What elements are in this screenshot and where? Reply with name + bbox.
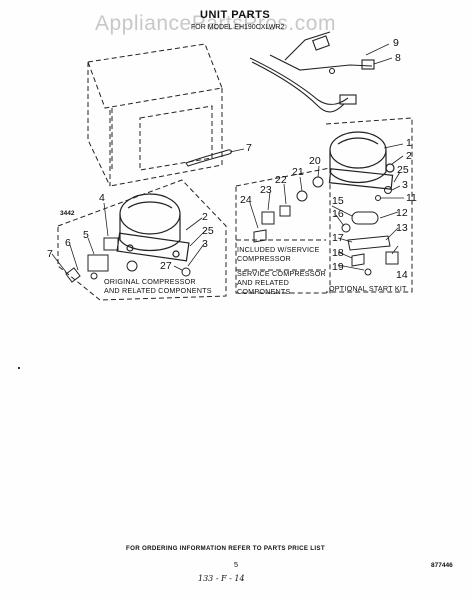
callout-13: 13 (396, 222, 408, 234)
model-number: FOR MODEL EH190CXLWR2 (191, 24, 285, 31)
page-number: 5 (234, 560, 239, 569)
callout-16: 16 (332, 208, 344, 220)
original-compressor-label-2: AND RELATED COMPONENTS (104, 286, 212, 295)
start-kit-label: OPTIONAL START KIT (329, 284, 407, 293)
handwritten-note: 133 - F - 14 (198, 574, 245, 583)
callout-2-right: 2 (406, 150, 412, 162)
callout-25-left: 25 (202, 225, 214, 237)
callout-20: 20 (309, 155, 321, 167)
callout-12: 12 (396, 207, 408, 219)
callout-11: 11 (406, 192, 417, 204)
callout-9: 8 (395, 52, 401, 64)
document-code: 877446 (431, 562, 453, 569)
callout-1: 1 (406, 137, 412, 149)
speck-mark (18, 367, 20, 369)
original-compressor-box (57, 179, 227, 301)
service-compressor-body (328, 131, 395, 190)
callout-2-left: 2 (202, 211, 208, 223)
callout-15: 15 (332, 195, 344, 207)
callout-19: 19 (332, 261, 344, 273)
leader-lines (51, 43, 404, 273)
included-label-2: COMPRESSOR (237, 254, 291, 263)
callout-3-left: 3 (202, 238, 208, 250)
grommet-left (181, 267, 191, 277)
side-code: 3442 (60, 210, 75, 217)
callout-18: 18 (332, 247, 344, 259)
service-compressor-box (235, 117, 413, 294)
callout-5: 5 (83, 229, 89, 241)
callout-21: 21 (292, 166, 304, 178)
callout-24: 24 (240, 194, 252, 206)
service-label-3: COMPONENTS (237, 287, 291, 296)
callout-7: 7 (47, 248, 53, 260)
callout-22: 22 (275, 174, 287, 186)
callout-3-right: 3 (402, 179, 408, 191)
start-capacitor (351, 211, 379, 225)
callout-17: 17 (332, 232, 344, 244)
callout-27: 27 (160, 260, 172, 272)
service-label-2: AND RELATED (237, 278, 289, 287)
included-label-1: INCLUDED W/SERVICE (237, 245, 320, 254)
clip-part (185, 149, 232, 167)
overload-part (103, 237, 119, 251)
cabinet-outline (87, 43, 223, 187)
callout-4: 4 (99, 192, 105, 204)
watermark-text: AppliancePartsPros.com (95, 12, 336, 35)
callout-14: 14 (396, 269, 408, 281)
page-title: UNIT PARTS (200, 9, 271, 21)
callout-10: 9 (393, 37, 399, 49)
service-label-1: SERVICE COMPRESSOR (237, 269, 326, 278)
callout-23: 23 (260, 184, 272, 196)
relay-part (87, 254, 109, 272)
callout-25-right: 25 (397, 164, 409, 176)
ordering-note: FOR ORDERING INFORMATION REFER TO PARTS … (126, 545, 325, 552)
original-compressor-body (116, 193, 190, 262)
callout-8: 7 (246, 142, 252, 154)
wire-harness (249, 31, 375, 113)
callout-6: 6 (65, 237, 71, 249)
original-compressor-label-1: ORIGINAL COMPRESSOR (104, 277, 196, 286)
